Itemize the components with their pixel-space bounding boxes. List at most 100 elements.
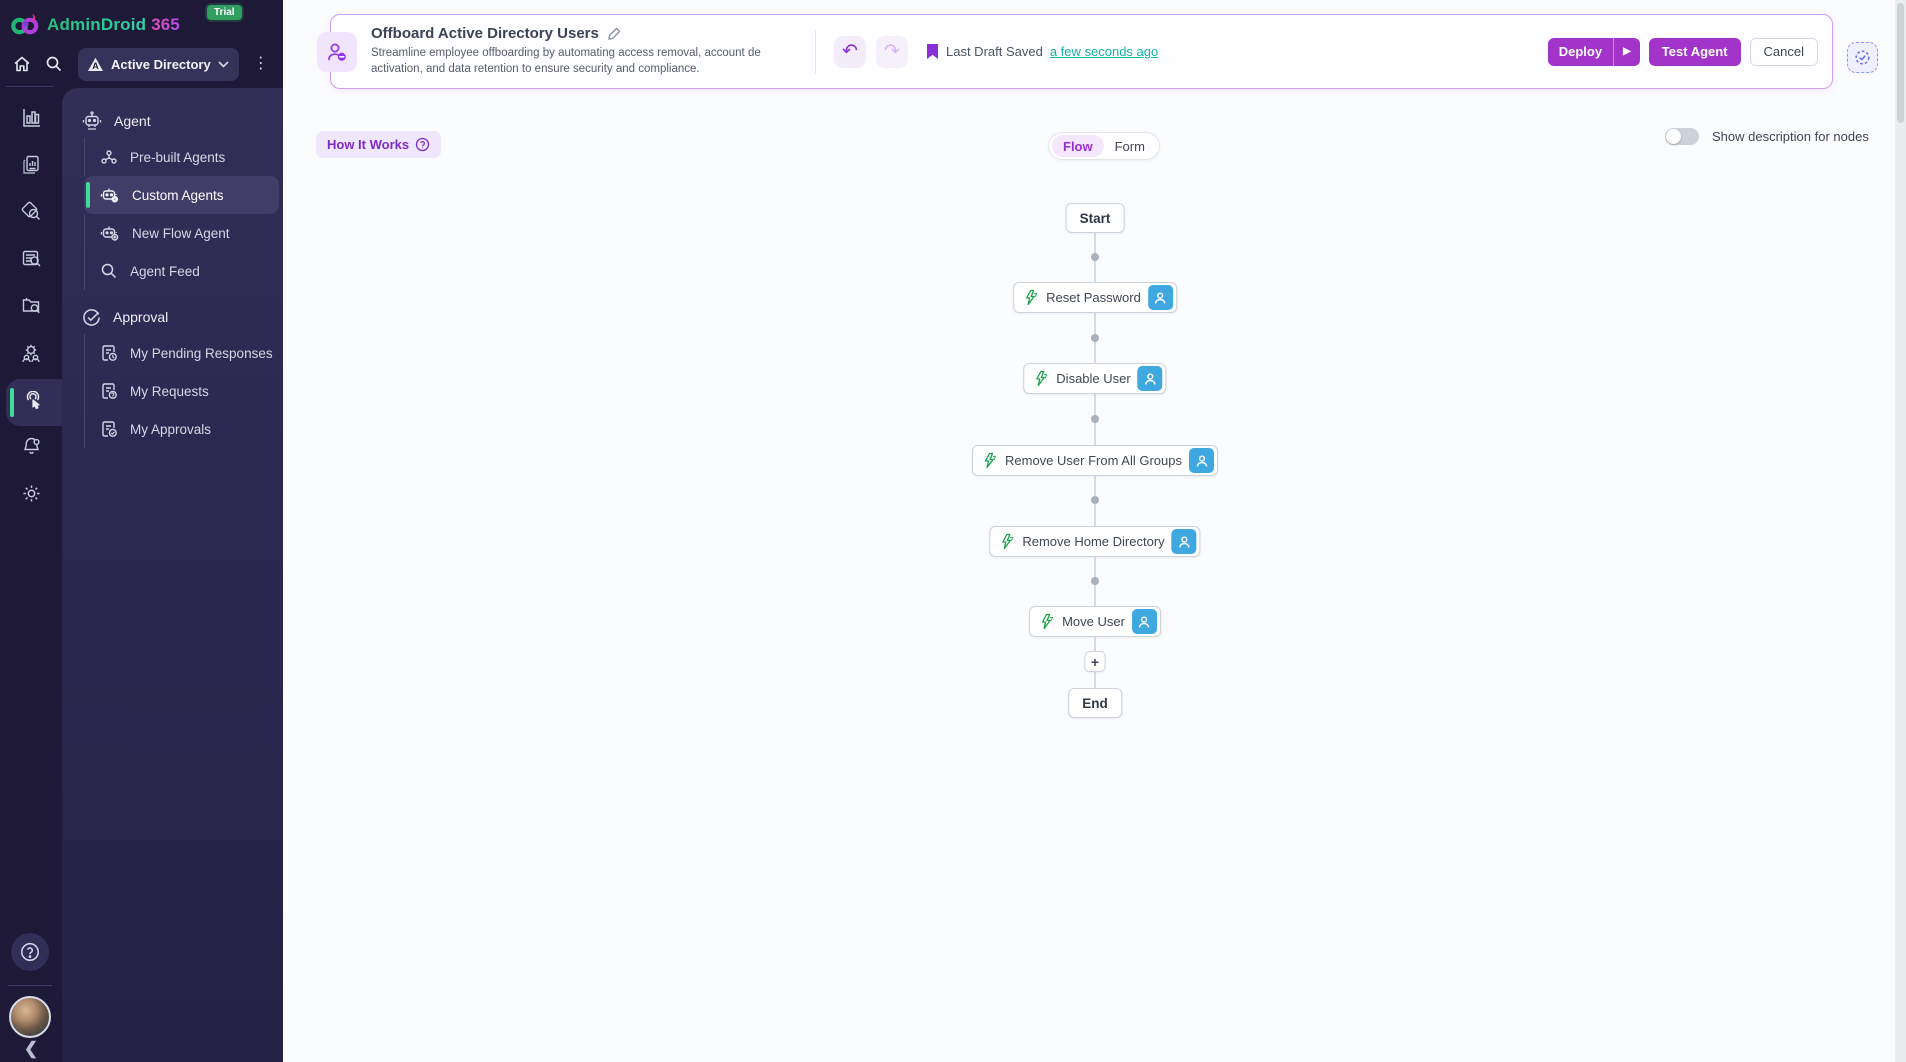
- show-description-toggle[interactable]: [1665, 128, 1699, 145]
- clock-check-icon: [1854, 49, 1871, 66]
- flow-node-remove-user-from-all-groups[interactable]: Remove User From All Groups: [972, 445, 1218, 476]
- tab-flow[interactable]: Flow: [1052, 135, 1104, 157]
- last-saved-link[interactable]: a few seconds ago: [1049, 44, 1159, 59]
- sidebar-item-label: Agent Feed: [130, 263, 200, 279]
- question-circle-icon: [415, 137, 430, 152]
- flow-end-node[interactable]: End: [1068, 688, 1122, 718]
- sidebar-item-prebuilt-agents[interactable]: Pre-built Agents: [84, 138, 279, 176]
- flow-node-move-user[interactable]: Move User: [1029, 606, 1161, 637]
- add-node-button[interactable]: +: [1084, 651, 1106, 672]
- icon-rail: ❮: [0, 0, 62, 1062]
- robot-icon: [82, 111, 102, 131]
- doc-question-icon: [100, 382, 118, 400]
- deploy-separator: [1613, 37, 1615, 66]
- redo-button[interactable]: ↷: [876, 35, 908, 68]
- svg-text:A: A: [92, 61, 99, 71]
- node-label: Move User: [1062, 614, 1125, 629]
- bookmark-icon: [926, 43, 939, 60]
- rail-item-audit[interactable]: [0, 188, 62, 235]
- sidebar-item-agent-feed[interactable]: Agent Feed: [84, 252, 279, 290]
- rail-item-alerts[interactable]: [0, 423, 62, 470]
- trial-badge: Trial: [207, 5, 242, 20]
- check-circle-icon: [82, 308, 101, 327]
- delegation-gear-people-icon: [20, 342, 42, 364]
- active-directory-icon: A: [87, 57, 104, 72]
- rail-item-analytics[interactable]: [0, 94, 62, 141]
- toggle-knob: [1666, 129, 1681, 144]
- section-label: Agent: [114, 113, 151, 129]
- flow-node-disable-user[interactable]: Disable User: [1023, 363, 1167, 394]
- tree-guide-line: [84, 334, 85, 372]
- vertical-scrollbar[interactable]: [1895, 0, 1906, 1062]
- edit-pencil-icon[interactable]: [607, 26, 622, 41]
- nodes-icon: [100, 148, 118, 166]
- plus-icon: +: [1090, 653, 1100, 670]
- bar-chart-icon: [21, 107, 42, 128]
- deploy-dropdown-arrow-icon[interactable]: ▶: [1623, 46, 1631, 57]
- node-label: Remove Home Directory: [1022, 534, 1165, 549]
- node-label: Disable User: [1056, 371, 1131, 386]
- collapse-sidebar-button[interactable]: ❮: [18, 1038, 44, 1060]
- rail-item-settings[interactable]: [0, 470, 62, 517]
- tab-form[interactable]: Form: [1114, 138, 1145, 154]
- active-indicator: [86, 182, 90, 208]
- deploy-button[interactable]: Deploy ▶: [1547, 37, 1640, 66]
- rail-item-automation[interactable]: [6, 379, 62, 426]
- sidebar-item-new-flow-agent[interactable]: New Flow Agent: [84, 214, 279, 252]
- rail-item-library[interactable]: [0, 282, 62, 329]
- rail-item-reports[interactable]: [0, 141, 62, 188]
- agent-description: Streamline employee offboarding by autom…: [371, 47, 761, 75]
- section-header-agent: Agent: [62, 104, 283, 138]
- user-minus-icon: [317, 31, 357, 72]
- user-action-chip[interactable]: [1189, 448, 1214, 473]
- undo-button[interactable]: ↶: [834, 35, 866, 68]
- alert-bell-gear-icon: [21, 436, 42, 457]
- home-button[interactable]: [6, 48, 38, 80]
- sidebar-item-label: New Flow Agent: [132, 225, 230, 241]
- user-action-chip[interactable]: [1137, 366, 1163, 391]
- sidebar-item-label: My Approvals: [130, 421, 212, 437]
- test-agent-button[interactable]: Test Agent: [1648, 37, 1741, 66]
- tree-guide-line: [84, 410, 85, 448]
- scrollbar-thumb[interactable]: [1897, 3, 1904, 123]
- search-button[interactable]: [38, 48, 70, 80]
- flow-node-remove-home-directory[interactable]: Remove Home Directory: [989, 526, 1201, 557]
- more-options-kebab[interactable]: ⋮: [252, 55, 269, 72]
- title-block: Offboard Active Directory Users Streamli…: [371, 25, 803, 77]
- user-action-chip[interactable]: [1171, 529, 1197, 554]
- tree-guide-line: [84, 252, 85, 290]
- flow-start-node[interactable]: Start: [1065, 203, 1125, 233]
- rail-item-delegation[interactable]: [0, 329, 62, 376]
- undo-redo-group: ↶ ↷: [834, 35, 908, 68]
- rail-item-report-search[interactable]: [0, 235, 62, 282]
- workspace-selector[interactable]: A Active Directory: [78, 47, 239, 81]
- scheduled-check-button[interactable]: [1847, 42, 1878, 73]
- deploy-label: Deploy: [1558, 44, 1603, 59]
- sidebar-item-label: My Requests: [130, 383, 209, 399]
- search-icon: [100, 262, 118, 280]
- sidebar-item-my-pending-responses[interactable]: My Pending Responses: [84, 334, 279, 372]
- cancel-button[interactable]: Cancel: [1749, 37, 1818, 66]
- chevron-down-icon: [218, 60, 229, 68]
- sidebar-item-my-approvals[interactable]: My Approvals: [84, 410, 279, 448]
- agent-sidebar-panel: Agent Pre-built Agents: [62, 88, 283, 1062]
- report-docs-icon: [21, 154, 42, 175]
- connector-dot: [1091, 415, 1099, 423]
- sidebar-item-my-requests[interactable]: My Requests: [84, 372, 279, 410]
- sidebar-item-custom-agents[interactable]: Custom Agents: [84, 176, 279, 214]
- how-it-works-button[interactable]: How It Works: [316, 131, 442, 158]
- user-avatar[interactable]: [9, 996, 51, 1038]
- brand-suffix: 365: [151, 15, 180, 34]
- lightning-icon: [1039, 613, 1055, 630]
- infinity-logo-icon: [10, 13, 40, 37]
- collapse-chevron-icon: ❮: [23, 1039, 39, 1058]
- undo-icon: ↶: [842, 41, 858, 62]
- flow-node-reset-password[interactable]: Reset Password: [1013, 282, 1177, 313]
- help-button[interactable]: [11, 933, 49, 971]
- sidebar-item-label: Custom Agents: [132, 187, 224, 203]
- user-action-chip[interactable]: [1147, 285, 1173, 310]
- lightning-icon: [1023, 289, 1039, 306]
- user-action-chip[interactable]: [1131, 609, 1157, 634]
- top-nav-row: A Active Directory ⋮: [0, 46, 283, 82]
